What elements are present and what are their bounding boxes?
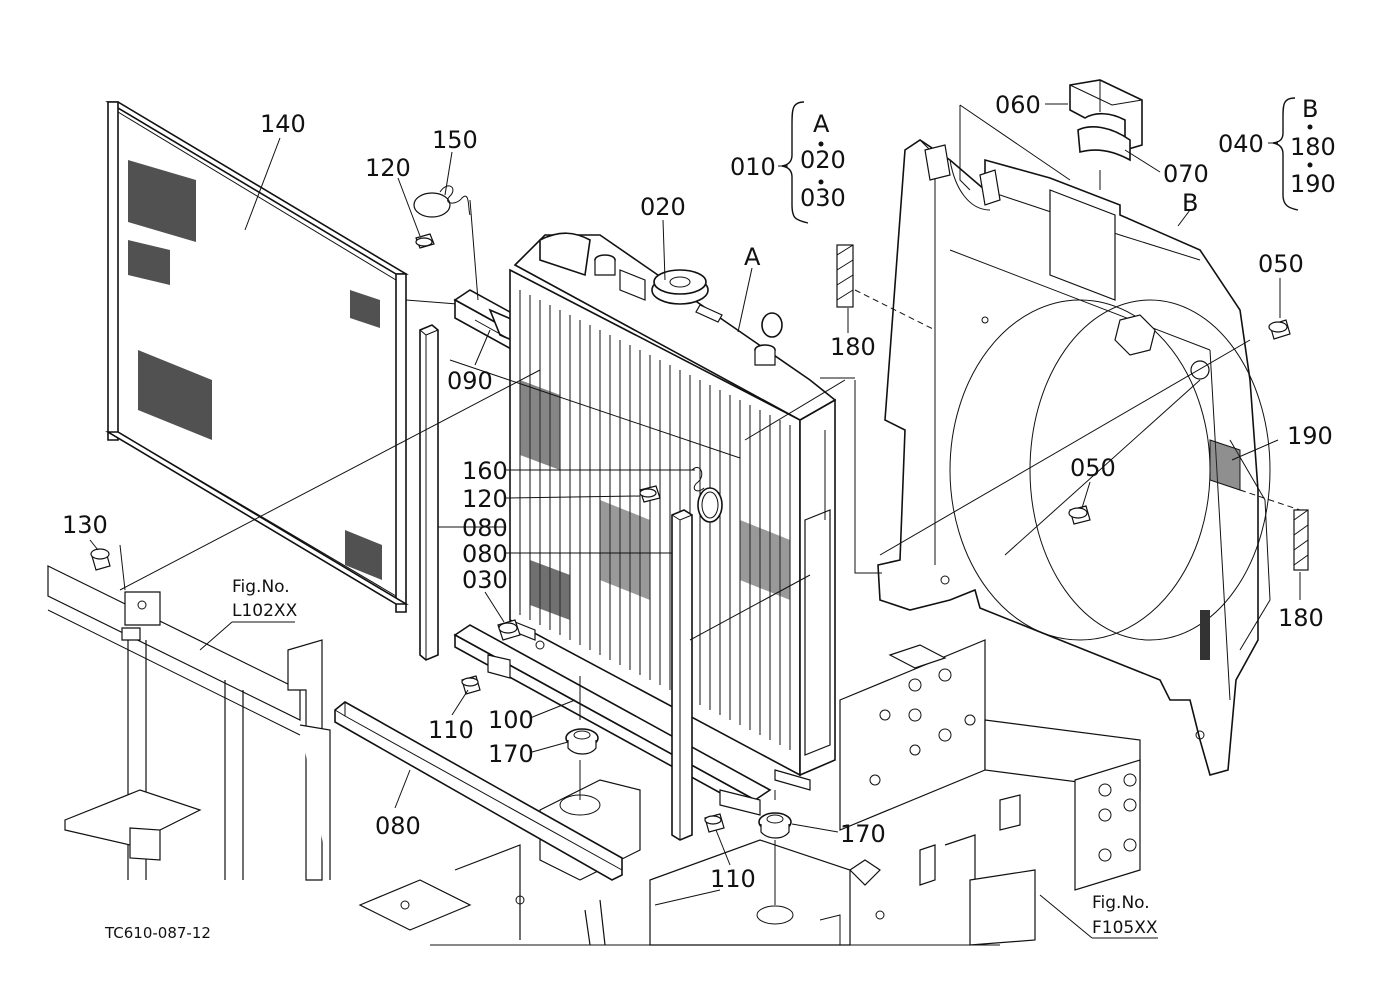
callout-100: 100 <box>488 706 534 734</box>
callout-180-top: 180 <box>830 333 876 361</box>
callout-190: 190 <box>1287 422 1333 450</box>
part-160-hose-clamp[interactable] <box>691 467 723 523</box>
part-170-grommet-right[interactable] <box>758 812 792 839</box>
part-170-grommet-left[interactable] <box>565 728 599 755</box>
part-140-screen[interactable] <box>105 101 409 613</box>
callout-060: 060 <box>995 91 1041 119</box>
chassis-frame-drawing <box>47 565 1141 946</box>
callout-040-180: 180 <box>1290 133 1336 161</box>
part-110-bolt-left[interactable] <box>461 675 481 695</box>
callout-labels: 140 150 120 020 A 010 A 020 030 060 070 … <box>62 91 1336 942</box>
part-080-seal-left[interactable] <box>419 324 439 661</box>
callout-010-020: 020 <box>800 146 846 174</box>
callout-180-right: 180 <box>1278 604 1324 632</box>
callout-110-bottom: 110 <box>710 865 756 893</box>
callout-040-190: 190 <box>1290 170 1336 198</box>
part-120-bolt-top[interactable] <box>415 233 435 249</box>
callout-080-a: 080 <box>462 514 508 542</box>
part-050-bolt-top[interactable] <box>1268 319 1291 340</box>
leader-lines <box>89 103 1301 939</box>
drawing-code: TC610-087-12 <box>104 924 211 942</box>
callout-150: 150 <box>432 126 478 154</box>
callout-120-mid: 120 <box>462 485 508 513</box>
mesh-texture <box>128 160 382 580</box>
figref-right-label: Fig.No. <box>1092 893 1150 913</box>
part-060-seal-block[interactable] <box>1069 79 1143 152</box>
figref-right-number: F105XX <box>1092 918 1158 938</box>
part-110-bolt-bottom[interactable] <box>704 813 725 833</box>
callout-A: A <box>744 243 761 271</box>
part-050-bolt-mid[interactable] <box>1068 505 1091 525</box>
brace-040 <box>1268 97 1313 211</box>
callout-170-right: 170 <box>840 820 886 848</box>
callout-110-left: 110 <box>428 716 474 744</box>
figref-left-number: L102XX <box>232 601 298 621</box>
brace-010 <box>778 101 824 224</box>
callout-010: 010 <box>730 153 776 181</box>
callout-010-A: A <box>813 110 830 138</box>
part-120-bolt-mid[interactable] <box>639 485 661 503</box>
figref-left-label: Fig.No. <box>232 577 290 597</box>
part-180-label-top[interactable] <box>836 244 854 308</box>
part-130-bolt[interactable] <box>90 548 111 571</box>
radiator-fins <box>519 290 791 750</box>
part-030-drain-cock[interactable] <box>497 619 521 641</box>
callout-160: 160 <box>462 457 508 485</box>
radiator-assembly[interactable] <box>509 232 837 791</box>
part-080-seal-center[interactable] <box>671 509 693 841</box>
part-180-label-right[interactable] <box>1293 509 1309 571</box>
part-080-seal-bottom[interactable] <box>334 701 623 881</box>
callout-080-b: 080 <box>462 540 508 568</box>
callout-080-bottom: 080 <box>375 812 421 840</box>
part-020-radiator-cap[interactable] <box>651 269 723 323</box>
callout-B: B <box>1182 189 1198 217</box>
callout-020: 020 <box>640 193 686 221</box>
part-150-spring[interactable] <box>413 185 471 218</box>
callout-070: 070 <box>1163 160 1209 188</box>
callout-040: 040 <box>1218 130 1264 158</box>
callout-170-left: 170 <box>488 740 534 768</box>
callout-050-top: 050 <box>1258 250 1304 278</box>
fan-shroud-assembly[interactable] <box>877 139 1271 776</box>
part-070-seal-block[interactable] <box>1077 126 1131 162</box>
callout-030: 030 <box>462 566 508 594</box>
callout-010-030: 030 <box>800 184 846 212</box>
callout-050-mid: 050 <box>1070 454 1116 482</box>
callout-120-top: 120 <box>365 154 411 182</box>
callout-040-B: B <box>1302 95 1318 123</box>
callout-140: 140 <box>260 110 306 138</box>
callout-090: 090 <box>447 367 493 395</box>
callout-130: 130 <box>62 511 108 539</box>
